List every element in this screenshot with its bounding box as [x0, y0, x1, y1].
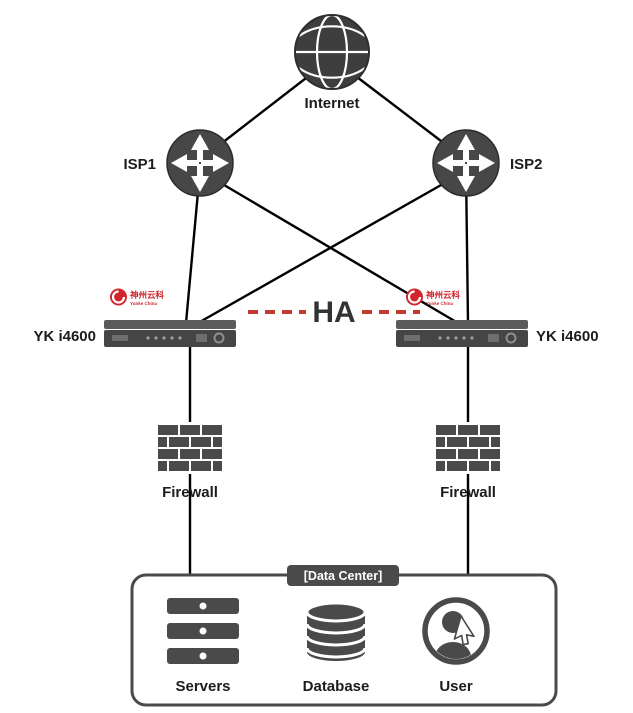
isp1-router-icon	[167, 130, 233, 196]
yunke-logo-right	[404, 287, 462, 308]
firewall-left-icon	[155, 422, 225, 474]
servers-icon	[167, 598, 239, 664]
yk-left-label: YK i4600	[33, 328, 96, 345]
user-label: User	[439, 678, 473, 695]
isp2-label: ISP2	[510, 156, 543, 173]
isp2-router-icon	[433, 130, 499, 196]
ha-label: HA	[312, 296, 355, 329]
yk-appliance-right-icon	[395, 319, 529, 348]
datacenter-badge	[287, 565, 399, 586]
link-isp2-yk-left	[197, 170, 465, 325]
database-label: Database	[303, 678, 370, 695]
isp1-label: ISP1	[123, 156, 156, 173]
database-icon	[305, 601, 367, 663]
internet-globe-icon	[293, 13, 371, 91]
firewall-right-icon	[433, 422, 503, 474]
yunke-logo-left	[108, 287, 166, 308]
yk-right-label: YK i4600	[536, 328, 599, 345]
servers-label: Servers	[175, 678, 230, 695]
user-icon	[425, 600, 487, 662]
internet-label: Internet	[304, 95, 359, 112]
datacenter-label: [Data Center]	[304, 569, 383, 583]
firewall-left-label: Firewall	[162, 484, 218, 501]
firewall-right-label: Firewall	[440, 484, 496, 501]
yk-appliance-left-icon	[103, 319, 237, 348]
